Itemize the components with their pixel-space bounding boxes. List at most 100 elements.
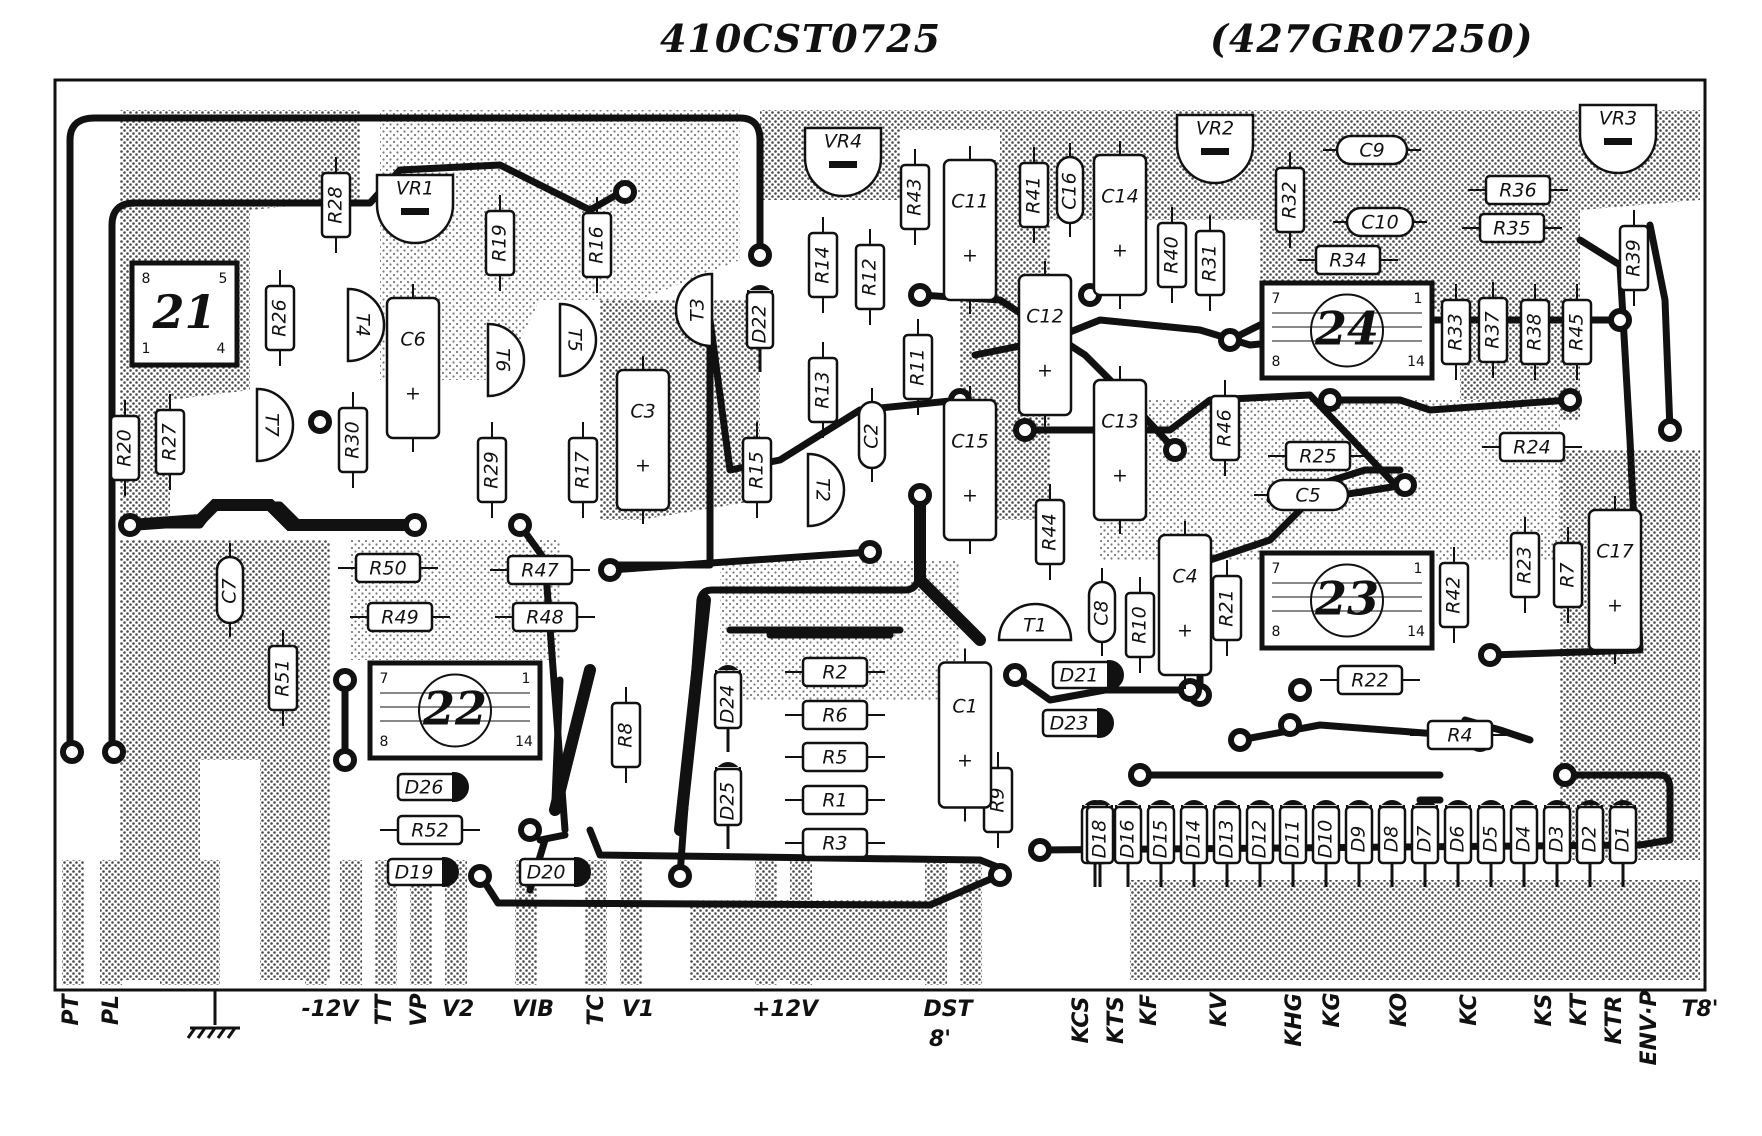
- resistor-r11: R11: [902, 319, 934, 415]
- trimmer-vr2: VR2: [1175, 113, 1255, 185]
- resistor-r38: R38: [1519, 284, 1551, 380]
- resistor-r39: R39: [1618, 210, 1650, 306]
- diode-d18: D18: [1085, 800, 1115, 887]
- capacitor-label: C15: [951, 431, 988, 453]
- resistor-r46: R46: [1209, 380, 1241, 476]
- terminal-vp: VP: [407, 993, 432, 1026]
- resistor-label: R36: [1499, 180, 1536, 202]
- capacitor-c15: C15 +: [942, 386, 998, 554]
- diode-label: D15: [1150, 820, 1172, 859]
- terminal-tc: TC: [584, 994, 609, 1025]
- transistor-t4: T4: [346, 287, 386, 363]
- ic-pin-label: 7: [1272, 291, 1281, 307]
- resistor-label: R47: [521, 560, 558, 582]
- resistor-r12: R12: [854, 229, 886, 325]
- capacitor-c9: C9: [1323, 134, 1421, 166]
- trimmer-vr3: VR3: [1578, 103, 1658, 175]
- transistor-label: T7: [261, 413, 283, 437]
- transistor-label: T6: [492, 348, 514, 372]
- capacitor-c1: C1+: [937, 648, 993, 822]
- resistor-label: R45: [1566, 313, 1588, 350]
- resistor-label: R2: [822, 662, 847, 684]
- ic-pin-label: 1: [1414, 561, 1423, 577]
- polarity-mark: +: [962, 485, 978, 507]
- resistor-r31: R31: [1194, 215, 1226, 311]
- ic-pin-label: 8: [1272, 354, 1281, 370]
- terminal-kv: KV: [1207, 991, 1232, 1027]
- terminal-strips: [62, 860, 982, 985]
- ic-pin-label: 8: [380, 734, 389, 750]
- resistor-r13: R13: [807, 342, 839, 438]
- polarity-mark: +: [1112, 465, 1128, 487]
- resistor-label: R48: [526, 607, 563, 629]
- ic-pin-label: 8: [1272, 624, 1281, 640]
- diode-d15: D15: [1146, 800, 1176, 887]
- ic-pin-label: 1: [1414, 291, 1423, 307]
- capacitor-label: C8: [1091, 600, 1113, 625]
- capacitor-label: C12: [1026, 306, 1063, 328]
- resistor-r48: R48: [495, 601, 595, 633]
- diode-label: D9: [1348, 826, 1370, 853]
- terminal-tt: TT: [372, 993, 397, 1026]
- diode-layer: D1D2D3D4D5D6D7D8D9D10D11D12D13D14D15D16D…: [386, 285, 1638, 888]
- resistor-r51: R51: [267, 630, 299, 726]
- trimmer-label: VR2: [1196, 118, 1234, 140]
- component-layer: R1R2R3R4R5R6R7R8R9R10R11R12R13R14R15R16R…: [109, 103, 1658, 859]
- polarity-mark: +: [405, 383, 421, 405]
- resistor-label: R38: [1524, 313, 1546, 350]
- resistor-r34: R34: [1298, 244, 1398, 276]
- resistor-label: R8: [615, 722, 637, 747]
- resistor-r25: R25: [1268, 440, 1368, 472]
- diode-d2: D2: [1575, 800, 1605, 887]
- diode-label: D20: [527, 862, 566, 884]
- resistor-r7: R7: [1552, 527, 1584, 623]
- diode-d16: D16: [1113, 800, 1143, 887]
- resistor-label: R46: [1214, 409, 1236, 446]
- resistor-label: R37: [1482, 311, 1504, 348]
- resistor-r22: R22: [1320, 664, 1420, 696]
- diode-d14: D14: [1179, 800, 1209, 887]
- resistor-r41: R41: [1018, 147, 1050, 243]
- resistor-r28: R28: [320, 157, 352, 253]
- capacitor-c11: C11+: [942, 146, 998, 314]
- terminal-t8: T8': [1681, 997, 1718, 1022]
- capacitor-label: C7: [219, 578, 241, 603]
- diode-label: D24: [717, 685, 739, 724]
- ic-label-22: 22: [422, 682, 487, 736]
- resistor-r1: R1: [785, 784, 885, 816]
- diode-label: D22: [749, 305, 771, 344]
- diode-label: D21: [1060, 665, 1099, 687]
- ic-pin-label: 14: [1407, 354, 1425, 370]
- capacitor-label: C16: [1059, 172, 1081, 209]
- resistor-label: R5: [822, 747, 847, 769]
- capacitor-c5: C5: [1254, 478, 1362, 512]
- resistor-label: R44: [1039, 513, 1061, 550]
- resistor-label: R3: [822, 833, 847, 855]
- resistor-r6: R6: [785, 699, 885, 731]
- diode-d6: D6: [1443, 800, 1473, 887]
- capacitor-c10: C10: [1333, 206, 1427, 238]
- diode-d23: D23: [1041, 707, 1114, 739]
- diode-d22: D22: [745, 285, 775, 372]
- terminal-env-p: ENV·P: [1637, 991, 1662, 1066]
- trimmer-label: VR1: [396, 178, 434, 200]
- terminal-12v: +12V: [752, 997, 820, 1022]
- resistor-r50: R50: [338, 552, 438, 584]
- resistor-r35: R35: [1462, 212, 1562, 244]
- resistor-label: R34: [1329, 250, 1366, 272]
- diode-label: D23: [1050, 713, 1089, 735]
- diode-d12: D12: [1245, 800, 1275, 887]
- diode-label: D8: [1381, 826, 1403, 853]
- terminal-pt: PT: [59, 992, 84, 1025]
- ic-pin-label: 1: [522, 671, 531, 687]
- resistor-r5: R5: [785, 741, 885, 773]
- resistor-r52: R52: [380, 814, 480, 846]
- resistor-label: R29: [481, 451, 503, 488]
- diode-d26: D26: [396, 771, 469, 803]
- diode-d1: D1: [1608, 800, 1638, 887]
- capacitor-label: C13: [1101, 411, 1138, 433]
- ic-label-21: 21: [151, 285, 216, 339]
- board-code: 410CST0725: [660, 16, 942, 61]
- resistor-label: R30: [342, 421, 364, 458]
